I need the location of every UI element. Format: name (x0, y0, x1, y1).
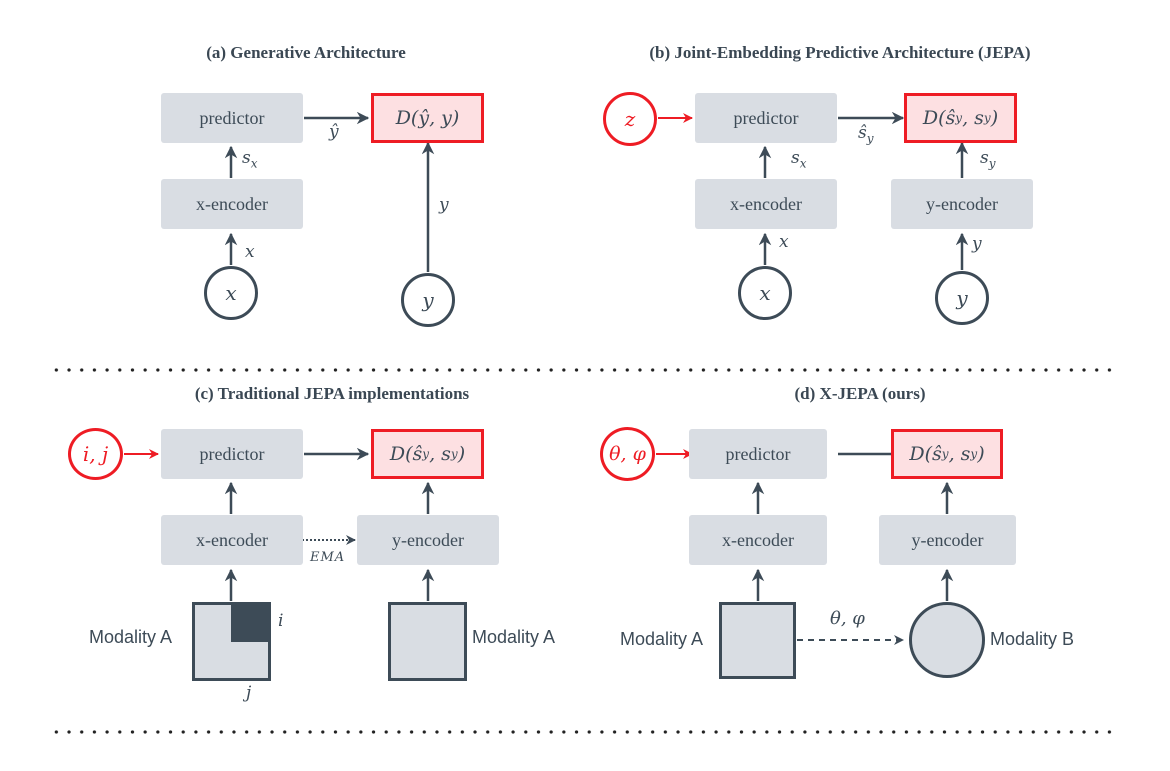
node-x-a: x (204, 266, 258, 320)
distance-b-part1: D(ŝ (922, 107, 956, 129)
label-y-b: y (972, 234, 982, 254)
label-shat-b-base: ŝ (858, 123, 867, 143)
ema-label-c: EMA (310, 550, 346, 565)
latent-ij-c: i, j (68, 428, 123, 480)
distance-c-part3: ) (457, 443, 466, 465)
x-encoder-box-c: x-encoder (161, 515, 303, 565)
latent-z-b: z (603, 92, 657, 146)
label-sx-a-sub: x (250, 156, 258, 171)
label-sy-b: sy (980, 148, 996, 170)
modality-a-square-masked-c (192, 602, 271, 681)
separator-top (50, 368, 1120, 372)
distance-d-sub1: y (941, 447, 949, 461)
modality-b-circle-d (909, 602, 985, 678)
predictor-box-b: predictor (695, 93, 837, 143)
modality-left-d: Modality A (620, 629, 704, 649)
x-encoder-box-d: x-encoder (689, 515, 827, 565)
label-yhat-a: ŷ (329, 122, 339, 142)
distance-d-part3: ) (977, 443, 985, 465)
predictor-box-c: predictor (161, 429, 303, 479)
distance-d-part2: , s (948, 443, 971, 465)
distance-c-sub2: y (450, 447, 458, 461)
modality-a-square-c (388, 602, 467, 681)
distance-box-a: D(ŷ, y) (371, 93, 484, 143)
label-y-a: y (439, 195, 449, 215)
label-sx-b-base: s (791, 148, 800, 168)
distance-c-part1: D(ŝ (389, 443, 423, 465)
predictor-box-a: predictor (161, 93, 303, 143)
modality-left-c: Modality A (89, 627, 173, 647)
node-x-b: x (738, 266, 792, 320)
modality-right-d: Modality B (990, 629, 1075, 649)
distance-b-sub2: y (983, 111, 991, 125)
distance-b-part3: ) (990, 107, 999, 129)
label-i-c: i (278, 611, 284, 631)
x-encoder-box-a: x-encoder (161, 179, 303, 229)
modality-a-square-d (719, 602, 796, 679)
node-y-a: y (401, 273, 455, 327)
transform-label-d: θ, φ (830, 608, 865, 629)
panel-b-title: (b) Joint-Embedding Predictive Architect… (649, 43, 1031, 62)
distance-d-part1: D(ŝ (909, 443, 942, 465)
label-sx-b-sub: x (799, 156, 807, 171)
x-encoder-box-b: x-encoder (695, 179, 837, 229)
panel-c-title: (c) Traditional JEPA implementations (194, 384, 470, 403)
y-encoder-box-c: y-encoder (357, 515, 499, 565)
predictor-box-d: predictor (689, 429, 827, 479)
node-y-b: y (935, 271, 989, 325)
label-shat-b-sub: y (866, 131, 874, 146)
label-j-c: j (246, 683, 252, 703)
label-shat-b: ŝy (858, 123, 874, 145)
label-sx-a-base: s (242, 148, 251, 168)
latent-thetaphi-d: θ, φ (600, 427, 655, 481)
y-encoder-box-d: y-encoder (879, 515, 1016, 565)
separator-bottom (50, 730, 1120, 734)
label-sy-b-sub: y (988, 156, 996, 171)
y-encoder-box-b: y-encoder (891, 179, 1033, 229)
distance-c-sub1: y (422, 447, 430, 461)
label-x-a: x (245, 242, 255, 262)
mask-block (231, 605, 268, 642)
label-sx-b: sx (791, 148, 807, 170)
label-sx-a: sx (242, 148, 258, 170)
distance-d-sub2: y (970, 447, 978, 461)
panel-a-title: (a) Generative Architecture (206, 43, 406, 62)
label-x-b: x (779, 232, 789, 252)
label-sy-b-base: s (980, 148, 989, 168)
panel-d-title: (d) X-JEPA (ours) (794, 384, 926, 403)
distance-b-part2: , s (962, 107, 984, 129)
distance-b-sub1: y (955, 111, 963, 125)
distance-c-part2: , s (429, 443, 451, 465)
modality-right-c: Modality A (472, 627, 556, 647)
